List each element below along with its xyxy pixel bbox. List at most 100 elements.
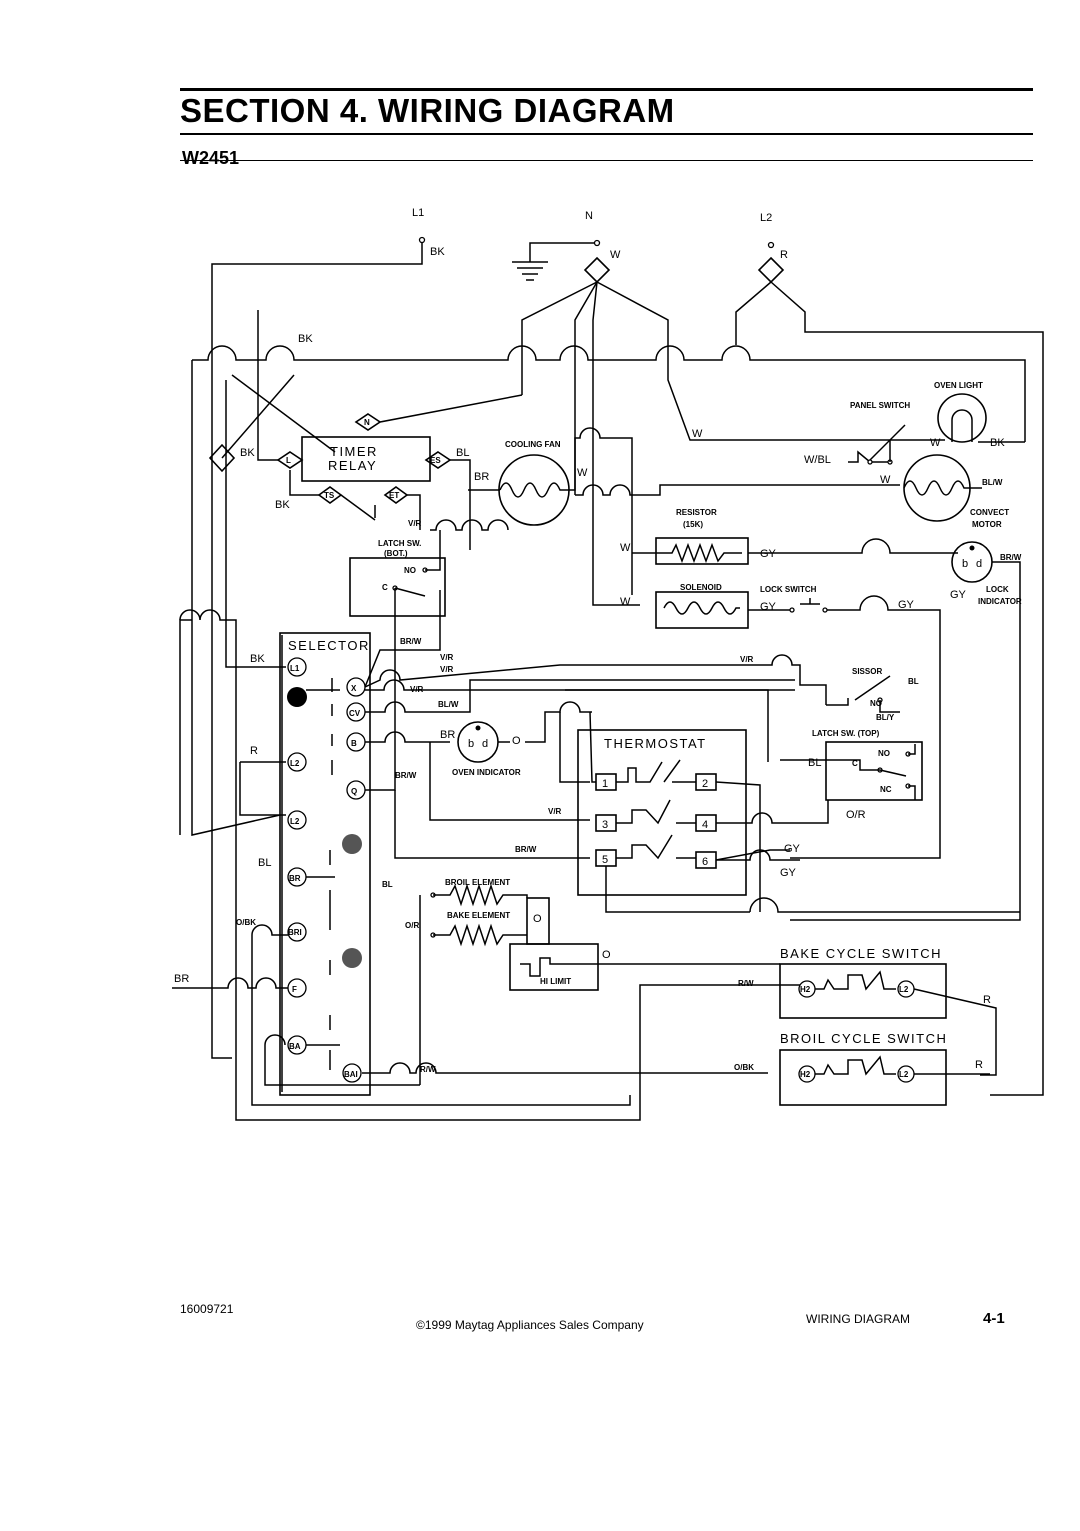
diagram-label: R/W <box>738 979 754 988</box>
diagram-label: N <box>364 418 370 427</box>
title-bottom-rule <box>180 133 1033 135</box>
diagram-label: SISSOR <box>852 667 882 676</box>
diagram-label: W <box>620 596 631 608</box>
broil-cycle-switch-label: BROIL CYCLE SWITCH <box>780 1031 947 1046</box>
diagram-label: W <box>692 428 703 440</box>
diagram-label: 4 <box>702 819 708 831</box>
diagram-label: BK <box>250 653 265 665</box>
diagram-label: O/R <box>846 809 866 821</box>
diagram-label: PANEL SWITCH <box>850 401 910 410</box>
panel-switch-blade <box>867 424 906 463</box>
diagram-label: TS <box>324 491 335 500</box>
model-rule <box>180 160 1033 161</box>
document-code: 16009721 <box>180 1302 234 1316</box>
svg-text:d: d <box>976 558 982 570</box>
diagram-label: F <box>292 985 297 994</box>
diagram-label: BR/W <box>1000 553 1022 562</box>
diagram-label: LATCH SW. (TOP) <box>812 729 880 738</box>
diagram-label: BL <box>382 880 393 889</box>
selector-output-wires: BR/W V/R V/R V/R V/R BL/W BR/W <box>364 590 827 859</box>
diagram-label: BR/W <box>400 637 422 646</box>
selector-switch: SELECTOR BK L1 X CV B R L2 Q L2 BL BR O/… <box>172 440 765 1121</box>
svg-text:d: d <box>482 738 488 750</box>
diagram-label: X <box>351 684 357 693</box>
oven-light-panel-convect: OVEN LIGHT PANEL SWITCH W W BK W/BL W BL… <box>667 347 1025 529</box>
timer-relay: TIMER RELAY L ES N TS ET BK BL V/R <box>257 310 523 550</box>
timer-relay-label-1: TIMER <box>330 444 378 459</box>
diagram-label: BRI <box>288 928 302 937</box>
diagram-label: 5 <box>602 854 608 866</box>
broil-cycle-switch: BROIL CYCLE SWITCH R R/W O/BK H2 L2 <box>362 1031 990 1106</box>
diagram-label: L2 <box>290 759 300 768</box>
convect-motor <box>903 454 971 522</box>
diagram-label: L2 <box>899 985 909 994</box>
l1-wire-label: BK <box>430 246 445 258</box>
selector-box <box>279 632 371 1096</box>
diagram-label: V/R <box>408 519 422 528</box>
hi-limit <box>509 943 599 991</box>
diagram-label: O/R <box>405 921 419 930</box>
model-number: W2451 <box>182 148 240 168</box>
oven-indicator: b d BR OVEN INDICATOR O V/R BR/W <box>429 701 592 854</box>
diagram-label: BAKE ELEMENT <box>447 911 510 920</box>
lock-indicator: b d BR/W GY LOCK INDICATOR <box>790 541 1022 921</box>
latch-switch-bottom: LATCH SW. (BOT.) NO C <box>349 530 446 650</box>
diagram-label: BL <box>908 677 919 686</box>
l2-junction <box>757 256 785 284</box>
page-number: 4-1 <box>983 1310 1005 1327</box>
diagram-label: LOCK SWITCH <box>760 585 817 594</box>
bk-bus-label: BK <box>298 333 313 345</box>
diagram-label: W <box>930 437 941 449</box>
diagram-label: GY <box>760 548 777 560</box>
diagram-label: BL <box>258 857 271 869</box>
bake-cycle-switch: BAKE CYCLE SWITCH R/W H2 L2 R <box>738 946 997 1076</box>
bk-junction-label: BK <box>240 447 255 459</box>
resistor-solenoid: RESISTOR (15K) W GY SOLENOID W LOCK SWIT… <box>620 508 958 859</box>
diagram-label: BL/W <box>438 700 459 709</box>
diagram-label: OVEN LIGHT <box>934 381 983 390</box>
diagram-label: NO <box>404 566 416 575</box>
diagram-label: BK <box>275 499 290 511</box>
thermostat-box <box>577 729 747 896</box>
diagram-label: V/R <box>740 655 754 664</box>
sissor-latch-top: SISSOR NO BL BL/Y LATCH SW. (TOP) NO C B… <box>780 667 923 801</box>
diagram-label: 3 <box>602 819 608 831</box>
copyright: ©1999 Maytag Appliances Sales Company <box>416 1318 644 1332</box>
svg-text:b: b <box>962 558 968 570</box>
elements: BROIL ELEMENT BL BAKE ELEMENT O/R O HI L… <box>382 878 780 1085</box>
thermostat-label: THERMOSTAT <box>604 736 707 751</box>
diagram-label: GY <box>898 599 915 611</box>
selector-label: SELECTOR <box>288 638 370 653</box>
diagram-label: B <box>351 739 357 748</box>
diagram-label: CV <box>349 709 361 718</box>
diagram-label: O <box>512 735 521 747</box>
diagram-label: ES <box>430 456 441 465</box>
diagram-label: LATCH SW. <box>378 539 421 548</box>
diagram-label: R <box>975 1059 983 1071</box>
diagram-label: GY <box>950 589 967 601</box>
diagram-label: RESISTOR <box>676 508 717 517</box>
diagram-label: (BOT.) <box>384 549 408 558</box>
diagram-label: L <box>286 456 291 465</box>
diagram-label: GY <box>780 867 797 879</box>
n-label: N <box>585 210 593 222</box>
diagram-label: NO <box>870 699 882 708</box>
ground-icon <box>512 242 597 281</box>
diagram-label: CONVECT <box>970 508 1009 517</box>
diagram-label: W <box>577 467 588 479</box>
diagram-label: OVEN INDICATOR <box>452 768 521 777</box>
diagram-label: R <box>250 745 258 757</box>
page-title: SECTION 4. WIRING DIAGRAM <box>180 92 675 129</box>
diagram-label: BL <box>456 447 469 459</box>
diagram-label: 6 <box>702 856 708 868</box>
timer-relay-label-2: RELAY <box>328 458 377 473</box>
diagram-label: BROIL ELEMENT <box>445 878 510 887</box>
l2-label: L2 <box>760 212 772 224</box>
diagram-label: BA <box>289 1042 301 1051</box>
diagram-label: NO <box>878 749 890 758</box>
diagram-label: 2 <box>702 778 708 790</box>
oven-light-icon <box>937 393 987 443</box>
diagram-label: L2 <box>290 817 300 826</box>
l2-wire-label: R <box>780 249 788 261</box>
l1-label: L1 <box>412 207 424 219</box>
